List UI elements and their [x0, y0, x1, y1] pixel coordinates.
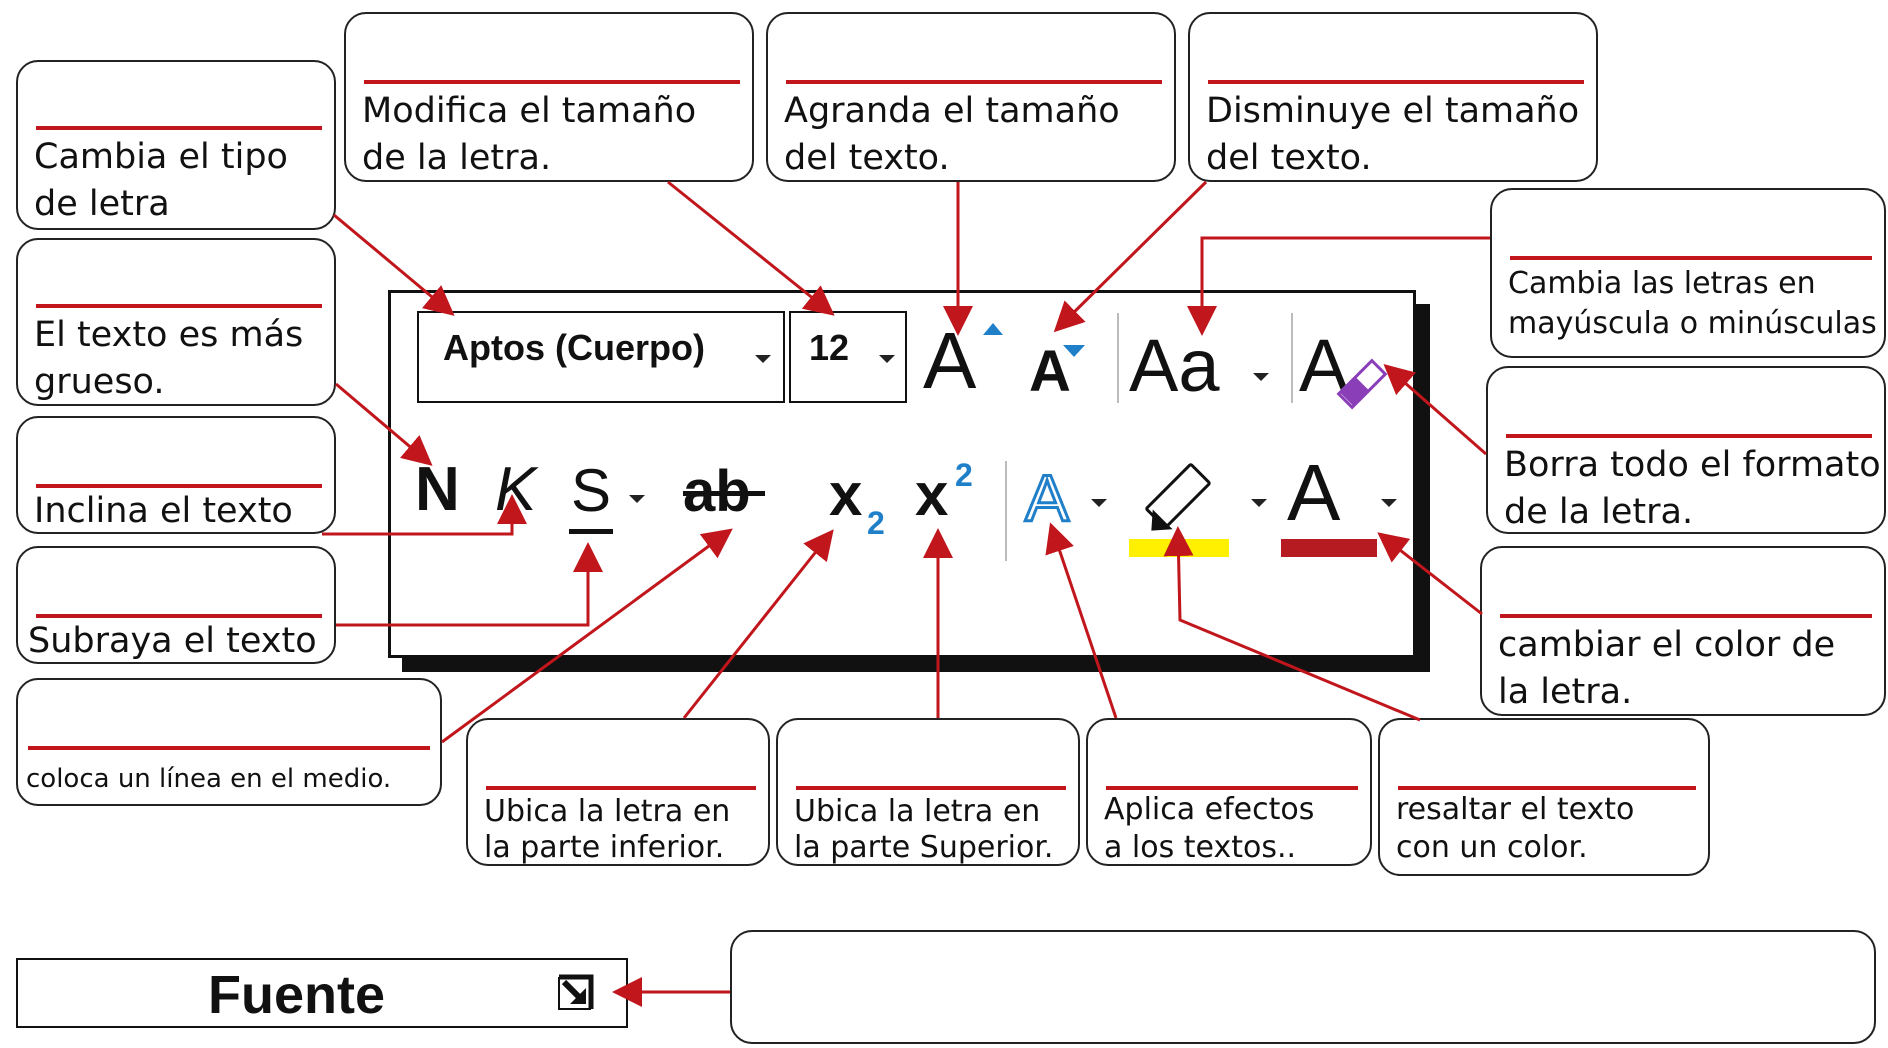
- superscript-button[interactable]: x 2: [915, 453, 985, 553]
- chevron-down-icon: [1251, 499, 1267, 507]
- callout-highlight-line1: resaltar el texto: [1396, 792, 1635, 827]
- font-group-title: Fuente: [208, 965, 386, 1025]
- bold-button[interactable]: N: [415, 455, 460, 524]
- chevron-down-icon: [1253, 373, 1269, 381]
- chevron-down-icon: [1091, 499, 1107, 507]
- separator: [1005, 461, 1007, 561]
- font-color-button[interactable]: A: [1281, 453, 1401, 563]
- callout-highlight: resaltar el texto con un color.: [1378, 718, 1710, 876]
- callout-grow-font-line2: del texto.: [784, 138, 950, 178]
- callout-font-size-line2: de la letra.: [362, 138, 552, 178]
- superscript-index: 2: [955, 457, 973, 493]
- callout-text-effects: Aplica efectos a los textos..: [1086, 718, 1372, 866]
- font-size-dropdown[interactable]: 12: [789, 311, 907, 403]
- callout-superscript-line2: la parte Superior.: [794, 830, 1054, 865]
- highlight-button[interactable]: [1129, 453, 1279, 563]
- superscript-icon: x: [915, 461, 949, 528]
- grow-font-icon: A: [923, 316, 977, 405]
- strikethrough-button[interactable]: ab: [683, 453, 773, 545]
- highlight-color-bar: [1129, 539, 1229, 557]
- callout-font-color-line2: la letra.: [1498, 672, 1633, 712]
- underline-button[interactable]: S: [565, 453, 665, 545]
- callout-italic-line1: Inclina el texto: [34, 491, 293, 531]
- callout-font-size: Modifica el tamaño de la letra.: [344, 12, 754, 182]
- shrink-font-button[interactable]: A: [1019, 307, 1099, 407]
- callout-clear-line2: de la letra.: [1504, 492, 1694, 532]
- chevron-down-icon: [629, 495, 645, 503]
- callout-clear-line1: Borra todo el formato: [1504, 445, 1881, 485]
- callout-bold: El texto es más grueso.: [16, 238, 336, 406]
- callout-strikethrough: coloca un línea en el medio.: [16, 678, 442, 806]
- strike-line: [683, 491, 765, 496]
- callout-subscript-line2: la parte inferior.: [484, 830, 725, 865]
- callout-change-case: Cambia las letras en mayúscula o minúscu…: [1490, 188, 1886, 358]
- separator: [1291, 313, 1293, 403]
- font-name-dropdown[interactable]: Aptos (Cuerpo): [417, 311, 785, 403]
- italic-button[interactable]: K: [495, 455, 537, 524]
- callout-change-case-line2: mayúscula o minúsculas: [1508, 306, 1877, 341]
- callout-strikethrough-line1: coloca un línea en el medio.: [26, 764, 392, 794]
- callout-dialog-launcher-empty: [730, 930, 1876, 1044]
- triangle-up-icon: [983, 323, 1003, 335]
- callout-underline-line1: Subraya el texto: [28, 621, 317, 661]
- grow-font-button[interactable]: A: [919, 307, 1009, 407]
- callout-subscript: Ubica la letra en la parte inferior.: [466, 718, 770, 866]
- callout-font-type: Cambia el tipo de letra: [16, 60, 336, 230]
- callout-highlight-line2: con un color.: [1396, 830, 1588, 865]
- font-color-bar: [1281, 539, 1377, 557]
- font-group-label: Fuente: [16, 958, 628, 1028]
- underline-bar: [569, 529, 613, 534]
- callout-clear-formatting: Borra todo el formato de la letra.: [1486, 366, 1886, 534]
- font-size-value: 12: [809, 327, 850, 368]
- font-color-icon: A: [1287, 448, 1341, 537]
- change-case-button[interactable]: Aa: [1125, 307, 1275, 407]
- text-effects-button[interactable]: A: [1019, 453, 1119, 553]
- text-effects-icon: A: [1023, 461, 1070, 535]
- triangle-down-icon: [1063, 345, 1085, 357]
- font-toolbar-panel: Aptos (Cuerpo) 12 A A Aa A N K S ab x 2 …: [388, 290, 1416, 658]
- callout-text-effects-line2: a los textos..: [1104, 830, 1297, 865]
- callout-font-type-line1: Cambia el tipo: [34, 137, 288, 177]
- callout-italic: Inclina el texto: [16, 416, 336, 534]
- callout-font-color: cambiar el color de la letra.: [1480, 546, 1886, 716]
- callout-change-case-line1: Cambia las letras en: [1508, 266, 1816, 301]
- separator: [1117, 313, 1119, 403]
- callout-grow-font: Agranda el tamaño del texto.: [766, 12, 1176, 182]
- subscript-index: 2: [867, 505, 885, 541]
- callout-superscript-line1: Ubica la letra en: [794, 794, 1041, 829]
- callout-shrink-font: Disminuye el tamaño del texto.: [1188, 12, 1598, 182]
- change-case-icon: Aa: [1129, 324, 1220, 407]
- underline-icon: S: [571, 457, 612, 524]
- subscript-button[interactable]: x 2: [829, 453, 899, 553]
- font-name-value: Aptos (Cuerpo): [443, 327, 705, 368]
- callout-text-effects-line1: Aplica efectos: [1104, 792, 1315, 827]
- chevron-down-icon: [1381, 499, 1397, 507]
- callout-shrink-font-line1: Disminuye el tamaño: [1206, 91, 1580, 131]
- chevron-down-icon: [879, 355, 895, 363]
- callout-shrink-font-line2: del texto.: [1206, 138, 1372, 178]
- callout-font-size-line1: Modifica el tamaño: [362, 91, 697, 131]
- callout-subscript-line1: Ubica la letra en: [484, 794, 731, 829]
- callout-bold-line1: El texto es más: [34, 315, 304, 355]
- subscript-icon: x: [829, 461, 863, 528]
- chevron-down-icon: [755, 355, 771, 363]
- callout-font-color-line1: cambiar el color de: [1498, 625, 1836, 665]
- callout-font-type-line2: de letra: [34, 184, 170, 224]
- callout-underline: Subraya el texto: [16, 546, 336, 664]
- clear-formatting-button[interactable]: A: [1297, 307, 1405, 410]
- callout-superscript: Ubica la letra en la parte Superior.: [776, 718, 1080, 866]
- callout-bold-line2: grueso.: [34, 362, 165, 402]
- callout-grow-font-line1: Agranda el tamaño: [784, 91, 1120, 131]
- dialog-launcher-icon[interactable]: [556, 974, 594, 1012]
